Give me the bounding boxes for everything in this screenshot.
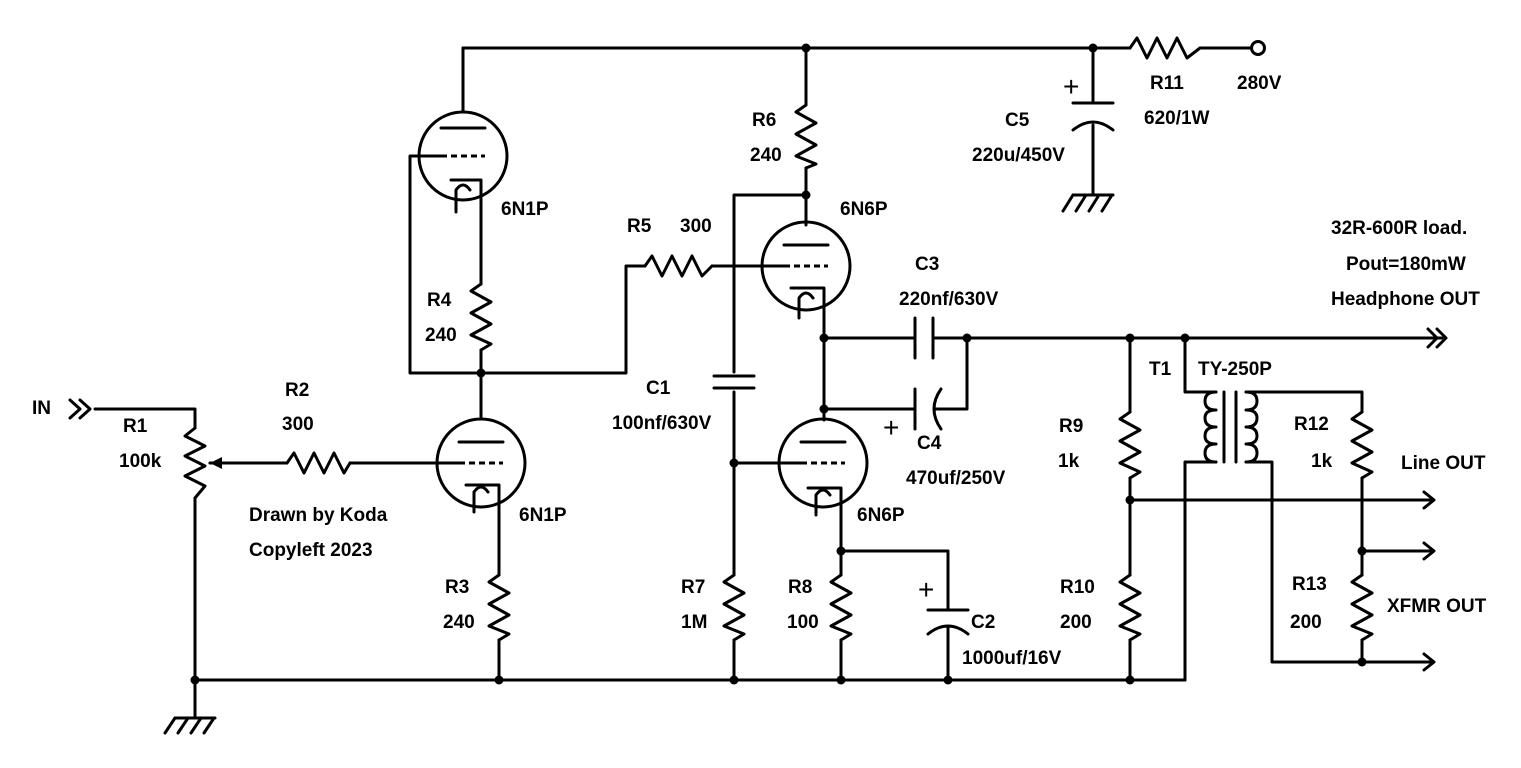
C5-polarity: + <box>1063 71 1079 102</box>
R12-value: 1k <box>1311 451 1333 472</box>
R2-ref: R2 <box>285 380 309 401</box>
T1-value: TY-250P <box>1198 359 1272 380</box>
R13-value: 200 <box>1290 612 1322 633</box>
capacitor-C3 <box>913 316 935 360</box>
xfmr-return-arrow-icon <box>1422 652 1436 672</box>
R8-ref: R8 <box>788 577 812 598</box>
ground-symbol-supply <box>1061 193 1115 213</box>
R11-ref: R11 <box>1150 73 1184 94</box>
R7-value: 1M <box>681 612 707 633</box>
R4-ref: R4 <box>427 290 452 311</box>
transformer-T1 <box>1203 390 1259 464</box>
R4-value: 240 <box>425 325 457 346</box>
V3-type: 6N6P <box>840 199 888 220</box>
C3-ref: C3 <box>915 254 939 275</box>
R2-value: 300 <box>282 414 314 435</box>
C4-ref: C4 <box>917 433 942 454</box>
C4-value: 470uf/250V <box>906 468 1006 489</box>
junction-dots <box>190 43 1367 685</box>
resistor-R9 <box>1118 410 1142 480</box>
R9-value: 1k <box>1058 451 1080 472</box>
headphone-jack-icon <box>1426 327 1448 349</box>
R3-value: 240 <box>443 612 475 633</box>
R5-ref: R5 <box>627 216 652 237</box>
C2-ref: C2 <box>971 612 995 633</box>
R8-value: 100 <box>787 612 819 633</box>
capacitor-C1 <box>712 374 756 390</box>
V4-type: 6N6P <box>857 505 905 526</box>
R10-value: 200 <box>1060 612 1092 633</box>
C5-value: 220u/450V <box>972 145 1065 166</box>
resistor-R8 <box>829 573 853 642</box>
R10-ref: R10 <box>1060 577 1095 598</box>
input-jack-icon <box>68 398 92 420</box>
R6-ref: R6 <box>752 110 776 131</box>
resistor-R10 <box>1118 573 1142 642</box>
headphone-load-label: 32R-600R load. <box>1331 218 1467 239</box>
line-out-label: Line OUT <box>1401 453 1486 474</box>
resistor-R6 <box>794 103 818 170</box>
C2-polarity: + <box>918 574 934 605</box>
R1-ref: R1 <box>123 416 148 437</box>
resistor-R2 <box>285 451 352 475</box>
headphone-out-label: Headphone OUT <box>1331 289 1480 310</box>
resistor-R12 <box>1350 410 1374 480</box>
resistor-R3 <box>487 573 511 642</box>
supply-voltage-label: 280V <box>1237 73 1282 94</box>
resistor-R4 <box>469 282 493 352</box>
tube-V3 <box>758 220 852 320</box>
xfmr-out-arrow-icon <box>1422 541 1436 561</box>
ground-symbol-main <box>163 678 217 735</box>
R13-ref: R13 <box>1292 574 1327 595</box>
resistor-R13 <box>1350 573 1374 642</box>
R1-value: 100k <box>119 451 162 472</box>
input-label: IN <box>32 398 51 419</box>
resistor-R1 <box>183 426 230 500</box>
line-out-arrow-icon <box>1422 490 1436 510</box>
headphone-power-label: Pout=180mW <box>1346 254 1466 275</box>
capacitor-C5 <box>1071 101 1115 132</box>
credit-text: Drawn by Koda <box>249 505 388 526</box>
R12-ref: R12 <box>1294 414 1329 435</box>
copyleft-text: Copyleft 2023 <box>249 540 373 561</box>
C2-value: 1000uf/16V <box>962 648 1062 669</box>
tube-V2 <box>435 417 527 514</box>
xfmr-out-label: XFMR OUT <box>1387 596 1487 617</box>
R11-value: 620/1W <box>1144 108 1210 129</box>
R6-value: 240 <box>750 145 782 166</box>
tube-V4 <box>776 417 869 517</box>
tube-V1 <box>417 110 509 214</box>
C4-polarity: + <box>883 412 899 443</box>
resistor-R11 <box>1128 36 1202 60</box>
C1-ref: C1 <box>646 378 671 399</box>
resistor-R7 <box>722 573 746 642</box>
R7-ref: R7 <box>681 577 705 598</box>
resistor-R5 <box>643 254 714 278</box>
C3-value: 220nf/630V <box>899 289 999 310</box>
capacitor-C4 <box>913 387 943 431</box>
labels: IN R1 100k R2 300 Drawn by Koda Copyleft… <box>32 71 1487 669</box>
capacitor-C2 <box>926 608 970 636</box>
T1-ref: T1 <box>1149 359 1172 380</box>
R3-ref: R3 <box>445 577 469 598</box>
R9-ref: R9 <box>1059 416 1083 437</box>
V1-type: 6N1P <box>501 199 549 220</box>
C1-value: 100nf/630V <box>612 413 712 434</box>
C5-ref: C5 <box>1005 110 1030 131</box>
V2-type: 6N1P <box>519 505 567 526</box>
supply-terminal <box>1250 40 1266 56</box>
R5-value: 300 <box>680 216 712 237</box>
